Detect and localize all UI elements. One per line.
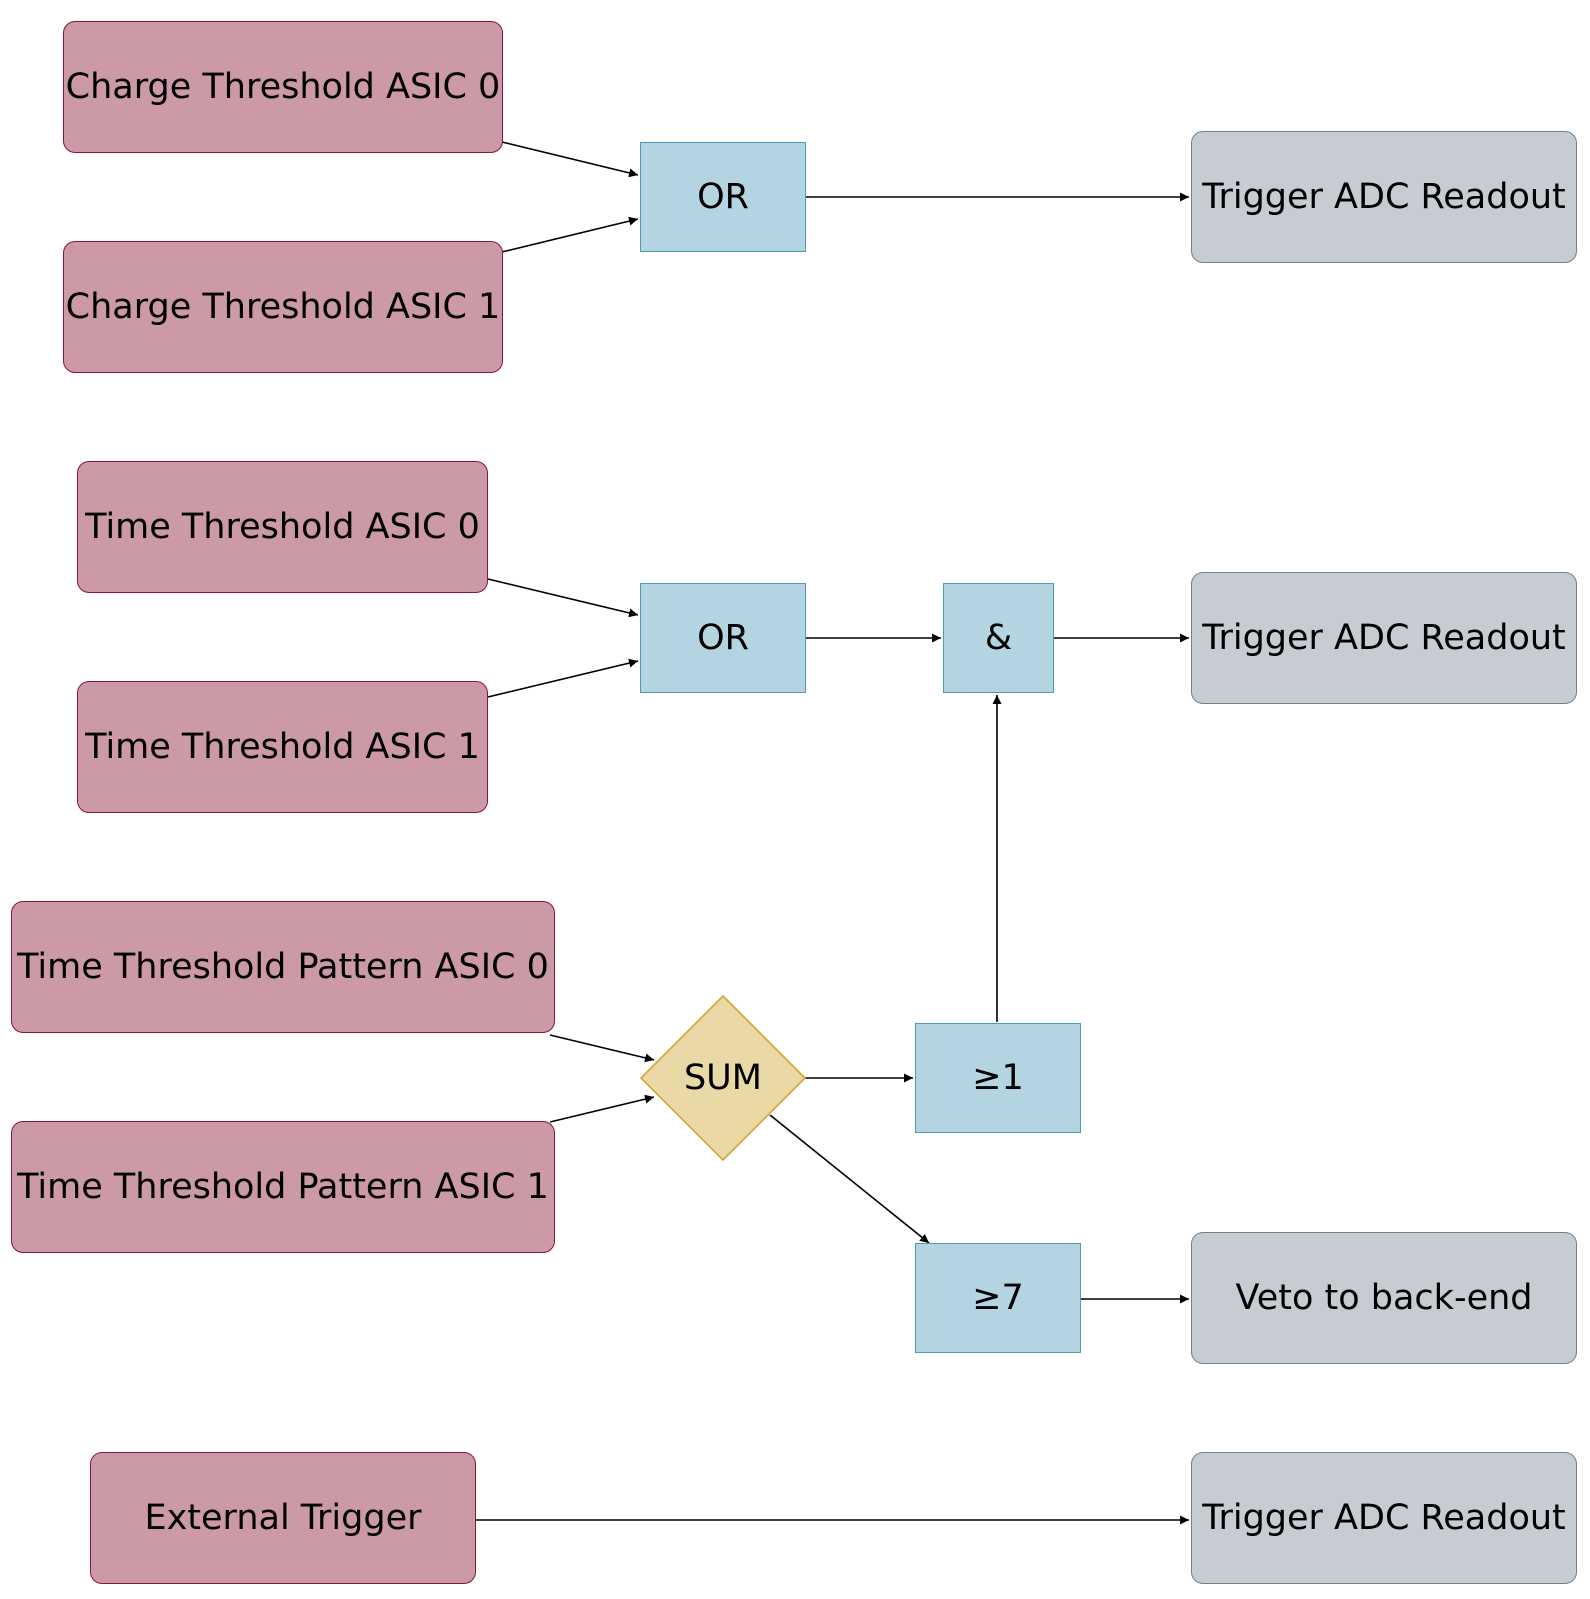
output-trigger-adc-readout-charge: Trigger ADC Readout	[1191, 131, 1577, 263]
output-trigger-adc-readout-time: Trigger ADC Readout	[1191, 572, 1577, 704]
edge-pattern0-to-sum	[549, 1034, 655, 1063]
source-charge-threshold-asic1: Charge Threshold ASIC 1	[63, 241, 503, 373]
edge-pattern1-to-sum	[549, 1094, 655, 1123]
source-time-threshold-asic0: Time Threshold ASIC 0	[77, 461, 488, 593]
gate-sum-diamond: SUM	[640, 995, 806, 1161]
edge-charge1-to-or	[501, 216, 639, 253]
gate-or-time: OR	[640, 583, 806, 693]
gate-sum-label: SUM	[683, 1058, 763, 1098]
source-time-threshold-pattern-asic1: Time Threshold Pattern ASIC 1	[11, 1121, 555, 1253]
source-time-threshold-pattern-asic0: Time Threshold Pattern ASIC 0	[11, 901, 555, 1033]
source-charge-threshold-asic0: Charge Threshold ASIC 0	[63, 21, 503, 153]
edge-time1-to-or	[487, 658, 639, 698]
sum-diamond-shape	[640, 995, 806, 1161]
gate-ge1: ≥1	[915, 1023, 1081, 1133]
edge-sum-to-ge7	[769, 1114, 930, 1244]
gate-and: &	[943, 583, 1054, 693]
output-veto-to-back-end: Veto to back-end	[1191, 1232, 1577, 1364]
output-trigger-adc-readout-external: Trigger ADC Readout	[1191, 1452, 1577, 1584]
gate-or-charge: OR	[640, 142, 806, 252]
source-external-trigger: External Trigger	[90, 1452, 476, 1584]
source-time-threshold-asic1: Time Threshold ASIC 1	[77, 681, 488, 813]
edge-time0-to-or	[487, 578, 639, 618]
edge-charge0-to-or	[501, 141, 639, 178]
gate-ge7: ≥7	[915, 1243, 1081, 1353]
